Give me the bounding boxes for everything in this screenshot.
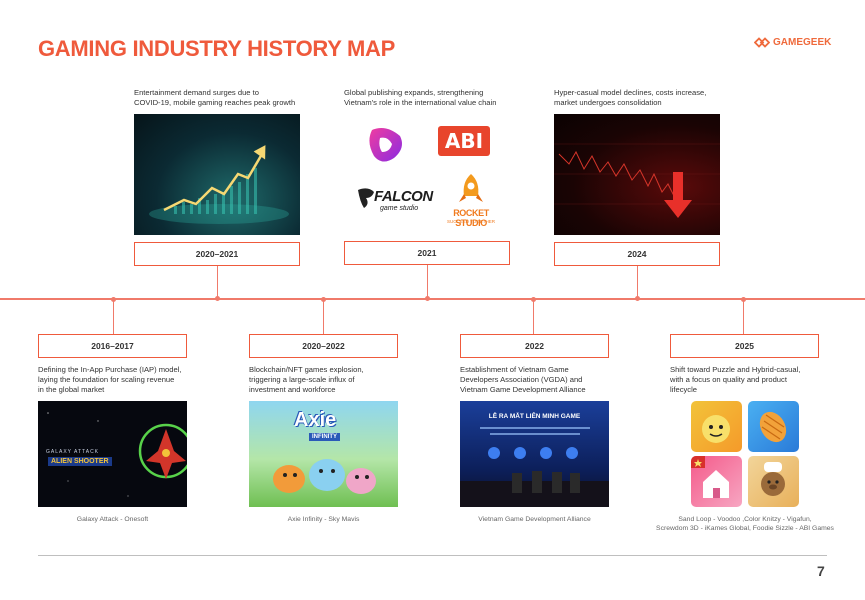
connector-2025 xyxy=(743,300,744,334)
growth-chart-image xyxy=(134,114,300,235)
year-box-2022: 2022 xyxy=(460,334,609,358)
color-knitzy-app-icon xyxy=(748,401,799,452)
timeline-axis xyxy=(0,298,865,300)
screwdom-app-icon xyxy=(691,456,742,507)
year-box-2020-2021: 2020–2021 xyxy=(134,242,300,266)
connector-2020-2022 xyxy=(323,300,324,334)
gamegeek-logo-icon xyxy=(754,37,770,48)
galaxy-attack-image: GALAXY ATTACK ALIEN SHOOTER xyxy=(38,401,187,507)
vgda-event-image: LỄ RA MẮT LIÊN MINH GAME xyxy=(460,401,609,507)
desc-2025: Shift toward Puzzle and Hybrid-casual,wi… xyxy=(670,365,800,395)
caption-axie-infinity: Axie Infinity - Sky Mavis xyxy=(249,515,398,524)
desc-2024: Hyper-casual model declines, costs incre… xyxy=(554,88,706,108)
caption-puzzle-games: Sand Loop - Voodoo ,Color Knitzy - Vigaf… xyxy=(650,515,840,533)
page-number: 7 xyxy=(817,563,825,579)
year-box-2024: 2024 xyxy=(554,242,720,266)
brand-name: GAMEGEEK xyxy=(773,37,831,48)
connector-2016-2017 xyxy=(113,300,114,334)
decline-chart-image xyxy=(554,114,720,235)
connector-2020-2021 xyxy=(217,266,218,298)
abi-logo: ABI xyxy=(438,126,490,156)
axie-infinity-image: Axie INFINITY xyxy=(249,401,398,507)
connector-2024 xyxy=(637,266,638,298)
brand-logo: GAMEGEEK xyxy=(754,37,831,48)
year-box-2021: 2021 xyxy=(344,241,510,265)
rocket-studio-logo: ROCKET STUDIO SUCCEED TOGETHER xyxy=(440,172,502,232)
falcon-bird-icon xyxy=(356,186,376,210)
rocket-icon xyxy=(458,172,484,206)
connector-2021 xyxy=(427,265,428,298)
decline-arrow-icon xyxy=(554,114,720,235)
year-box-2016-2017: 2016–2017 xyxy=(38,334,187,358)
sand-loop-app-icon xyxy=(691,401,742,452)
connector-2022 xyxy=(533,300,534,334)
caption-vgda: Vietnam Game Development Alliance xyxy=(460,515,609,524)
foodie-sizzle-app-icon xyxy=(748,456,799,507)
year-box-2020-2022: 2020–2022 xyxy=(249,334,398,358)
desc-2020-2022: Blockchain/NFT games explosion,triggerin… xyxy=(249,365,364,395)
publisher-logos: ABI FALCON game studio ROCKET STUDIO SUC… xyxy=(344,114,510,235)
page-title: GAMING INDUSTRY HISTORY MAP xyxy=(38,36,395,62)
desc-2016-2017: Defining the In-App Purchase (IAP) model… xyxy=(38,365,182,395)
growth-arrow-icon xyxy=(134,114,300,235)
footer-divider xyxy=(38,555,827,556)
desc-2021: Global publishing expands, strengthening… xyxy=(344,88,496,108)
amanotes-logo-icon xyxy=(364,122,408,166)
caption-galaxy-attack: Galaxy Attack - Onesoft xyxy=(38,515,187,524)
year-box-2025: 2025 xyxy=(670,334,819,358)
